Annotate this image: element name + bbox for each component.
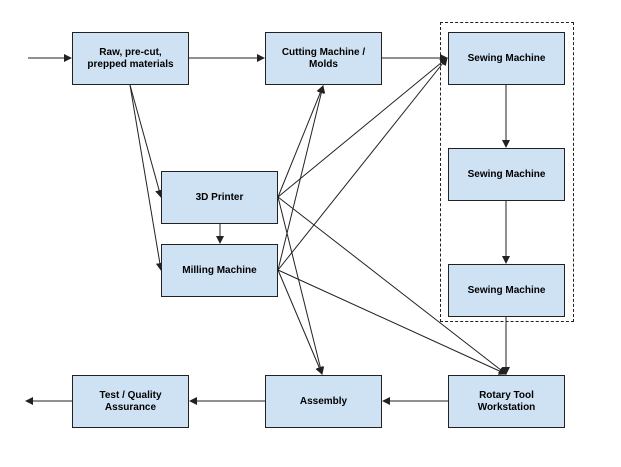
node-test-quality-assurance[interactable]: Test / Quality Assurance [72, 375, 189, 428]
node-cutting-machine[interactable]: Cutting Machine / Molds [265, 32, 382, 85]
edge-printer-to-rotary [277, 196, 507, 375]
edge-layer [25, 54, 510, 405]
node-sewing-machine-1[interactable]: Sewing Machine [448, 32, 565, 85]
node-milling-machine[interactable]: Milling Machine [161, 244, 278, 297]
edge-milling-to-assembly [277, 269, 323, 375]
node-test-quality-assurance-label: Test / Quality Assurance [99, 389, 162, 413]
node-milling-machine-label: Milling Machine [182, 264, 257, 276]
node-cutting-machine-label: Cutting Machine / Molds [281, 46, 366, 70]
edge-milling-to-sewing_1 [277, 57, 448, 271]
edge-milling-to-rotary [277, 269, 507, 375]
node-3d-printer-label: 3D Printer [195, 191, 244, 203]
node-assembly-label: Assembly [299, 395, 348, 407]
edge-printer-to-cutting [277, 85, 325, 198]
node-sewing-machine-2-label: Sewing Machine [467, 168, 546, 180]
node-raw-materials[interactable]: Raw, pre-cut, prepped materials [72, 32, 189, 85]
sewing-line-group [440, 22, 574, 322]
edge-milling-to-cutting [277, 85, 326, 271]
node-assembly[interactable]: Assembly [265, 375, 382, 428]
edge-raw-to-printer [129, 84, 163, 198]
node-rotary-tool-workstation[interactable]: Rotary Tool Workstation [448, 375, 565, 428]
node-sewing-machine-3-label: Sewing Machine [467, 284, 546, 296]
edge-printer-to-assembly [277, 196, 325, 375]
node-sewing-machine-2[interactable]: Sewing Machine [448, 148, 565, 201]
node-3d-printer[interactable]: 3D Printer [161, 171, 278, 224]
edge-printer-to-sewing_1 [277, 57, 448, 198]
node-sewing-machine-1-label: Sewing Machine [467, 52, 546, 64]
edge-raw-to-milling [129, 84, 164, 271]
node-rotary-tool-workstation-label: Rotary Tool Workstation [477, 389, 536, 413]
node-raw-materials-label: Raw, pre-cut, prepped materials [87, 46, 174, 70]
node-sewing-machine-3[interactable]: Sewing Machine [448, 264, 565, 317]
